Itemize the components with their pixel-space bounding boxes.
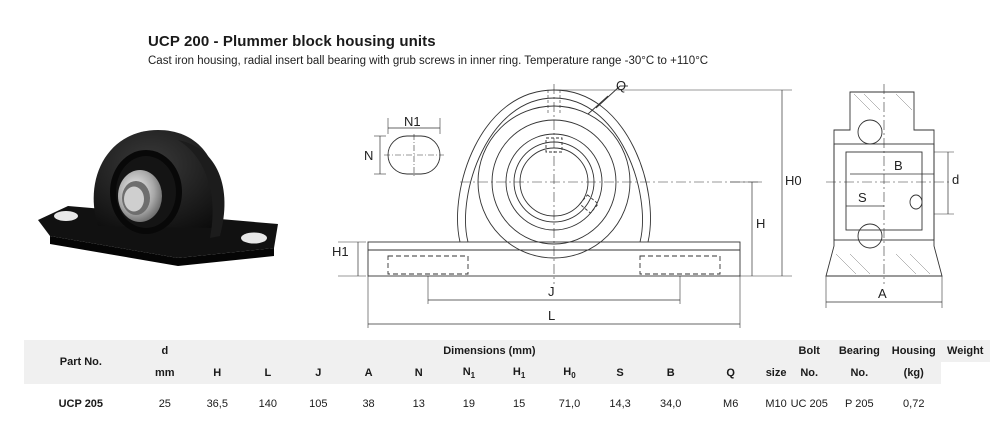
th-weight-2: (kg) <box>903 367 924 379</box>
cell-bearing-no: UC 205 <box>790 398 828 410</box>
th-bearing-no-2: No. <box>800 367 819 379</box>
th-d: d <box>161 345 169 357</box>
th-s: S <box>616 367 624 379</box>
cell-housing-no: P 205 <box>845 398 874 410</box>
label-b: B <box>894 158 903 173</box>
label-h1: H1 <box>332 244 349 259</box>
cell-j: 105 <box>309 398 328 410</box>
spec-table: Part No. d Dimensions (mm) Bolt Bearing … <box>24 340 990 424</box>
th-n1: N1 <box>462 365 476 381</box>
page-subtitle: Cast iron housing, radial insert ball be… <box>148 55 709 67</box>
cell-part-no: UCP 205 <box>58 398 104 410</box>
cell-h0: 71,0 <box>558 398 581 410</box>
slot-detail <box>374 118 444 178</box>
th-q: Q <box>726 367 735 379</box>
th-weight-1: Weight <box>947 345 984 357</box>
label-l: L <box>548 308 555 323</box>
cell-l: 140 <box>258 398 277 410</box>
th-h0: H0 <box>563 365 576 381</box>
cell-a: 38 <box>362 398 375 410</box>
label-q: Q <box>616 78 626 93</box>
th-d-unit: mm <box>155 367 175 379</box>
page-title: UCP 200 - Plummer block housing units <box>148 33 436 50</box>
cell-h: 36,5 <box>206 398 228 410</box>
label-h0: H0 <box>785 173 802 188</box>
cell-h1: 15 <box>512 398 526 410</box>
th-l: L <box>264 367 272 379</box>
cell-d: 25 <box>158 398 171 410</box>
th-h1: H1 <box>512 365 526 381</box>
cell-n1: 19 <box>462 398 476 410</box>
label-n: N <box>364 148 373 163</box>
label-n1: N1 <box>404 114 421 129</box>
cell-q: M6 <box>723 398 739 410</box>
th-bolt-size-1: Bolt <box>798 345 820 357</box>
th-j: J <box>315 367 322 379</box>
th-bolt-size-2: size <box>765 367 787 379</box>
label-j: J <box>548 284 555 299</box>
th-housing-no-1: Housing <box>891 345 936 357</box>
th-b: B <box>666 367 675 379</box>
th-bearing-no-1: Bearing <box>838 345 880 357</box>
cell-b: 34,0 <box>659 398 682 410</box>
cell-n: 13 <box>412 398 425 410</box>
table-row: UCP 205 25 36,5 140 105 38 13 19 15 71,0… <box>24 384 990 424</box>
label-h: H <box>756 216 765 231</box>
th-dimensions: Dimensions (mm) <box>443 345 536 357</box>
label-s: S <box>858 190 867 205</box>
th-h: H <box>213 367 222 379</box>
label-d: d <box>952 172 959 187</box>
cell-weight: 0,72 <box>903 398 925 410</box>
th-n: N <box>414 367 423 379</box>
th-housing-no-2: No. <box>850 367 869 379</box>
cell-bolt-size: M10 <box>765 398 787 410</box>
cell-s: 14,3 <box>609 398 631 410</box>
th-a: A <box>364 367 373 379</box>
side-view <box>825 84 954 308</box>
technical-drawing: N1 N Q H0 H H1 J L B d S A <box>332 78 959 328</box>
product-photo <box>38 130 278 266</box>
th-part-no: Part No. <box>59 356 102 368</box>
front-view <box>338 84 792 328</box>
label-a: A <box>878 286 887 301</box>
